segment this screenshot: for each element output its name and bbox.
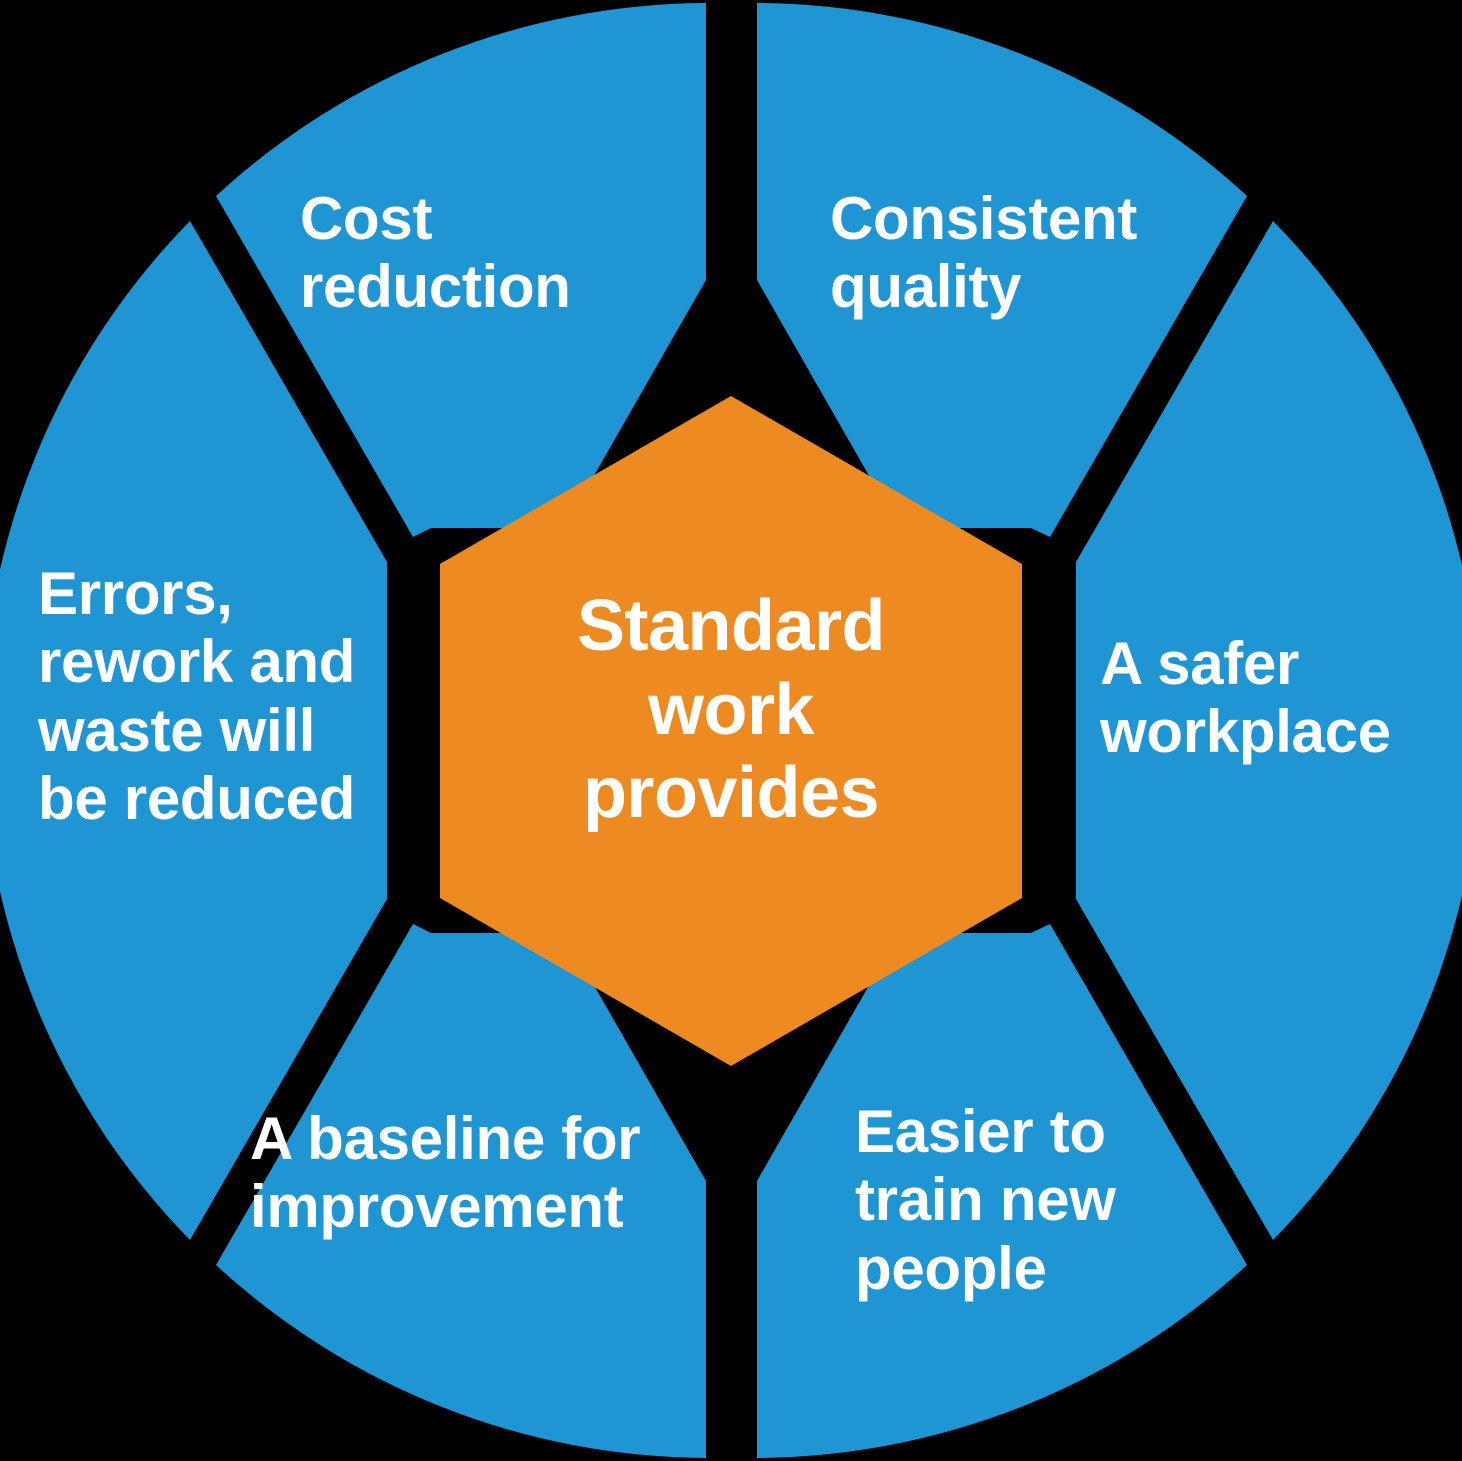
segment-shape-a-baseline-for-improvement[interactable]	[216, 924, 706, 1458]
center-hexagon-group	[440, 396, 1022, 1066]
segment-shape-consistent-quality[interactable]	[757, 3, 1247, 537]
segment-shape-a-safer-workplace[interactable]	[1076, 221, 1462, 1240]
segment-shape-errors-rework-waste[interactable]	[0, 221, 387, 1240]
outer-segments-group	[0, 3, 1462, 1458]
segment-shape-easier-to-train-new-people[interactable]	[757, 924, 1247, 1458]
center-hexagon-shape[interactable]	[440, 396, 1022, 1066]
segment-shape-cost-reduction[interactable]	[216, 3, 706, 537]
center-hexagon-label: Standard work provides	[576, 586, 886, 834]
